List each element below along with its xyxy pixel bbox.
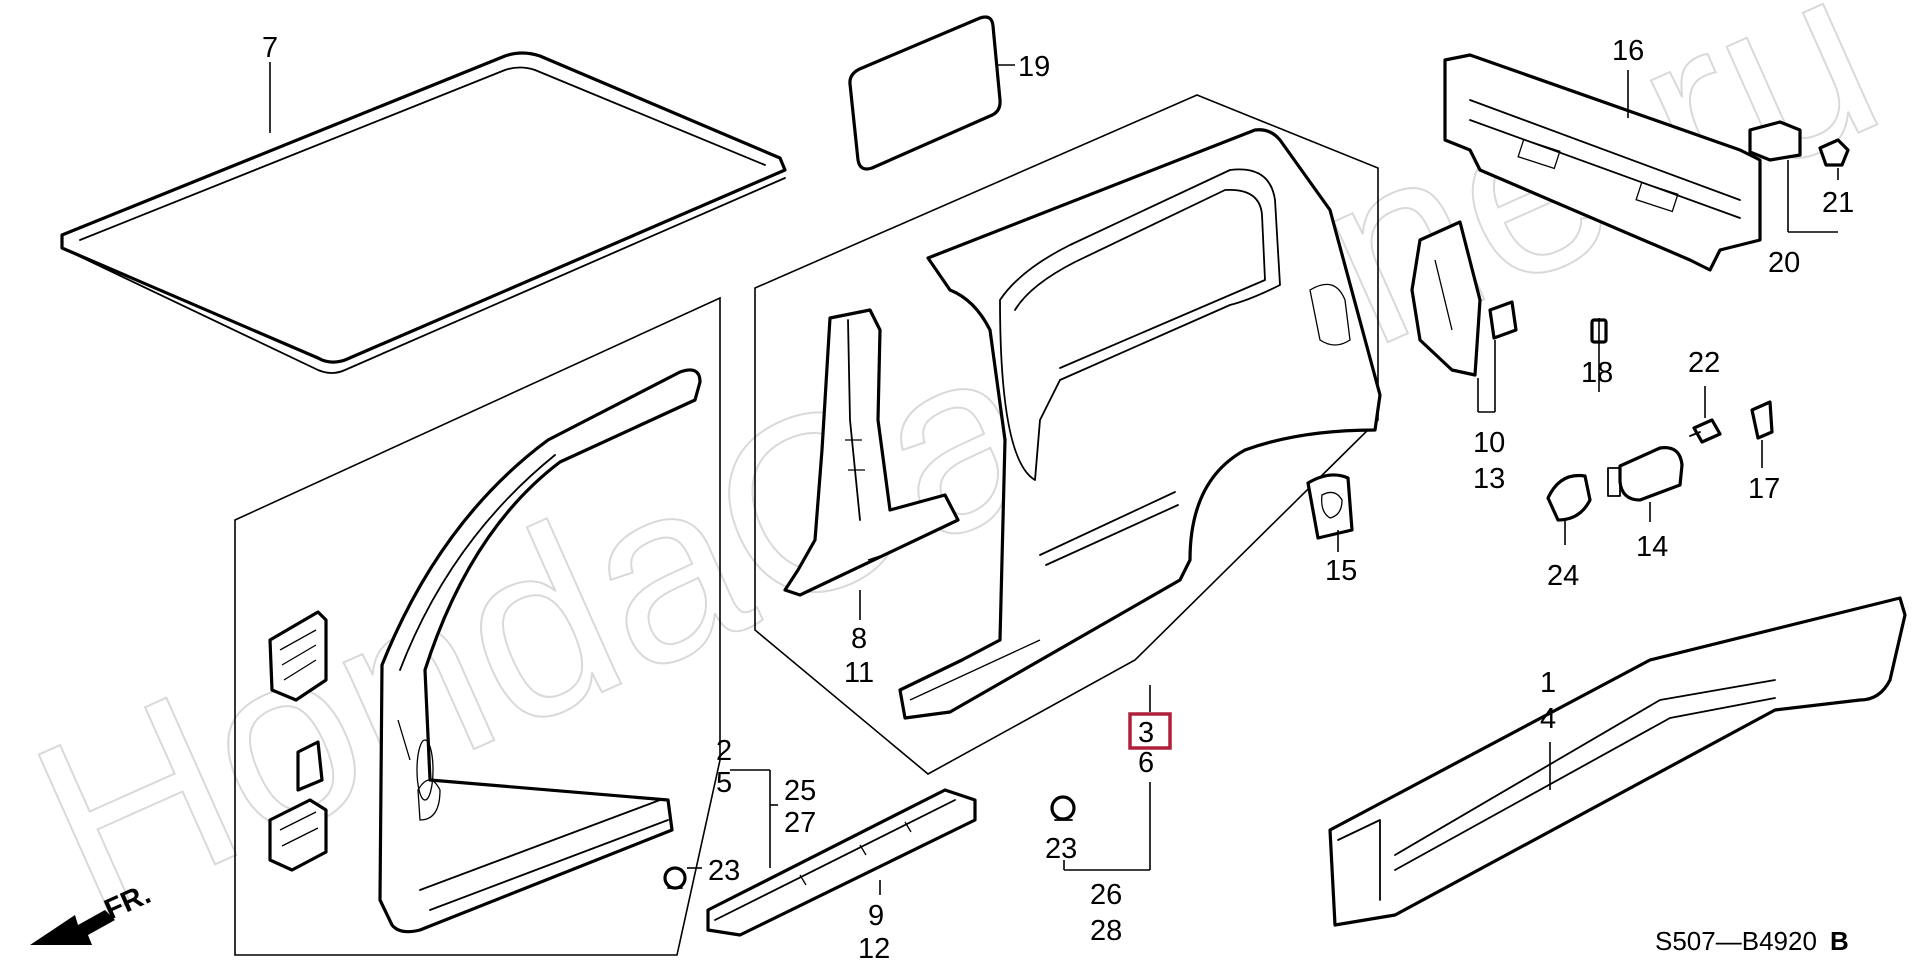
diagram-code: S507—B4920: [1655, 926, 1817, 956]
callout-21[interactable]: 21: [1822, 187, 1854, 219]
group-box-front-pillar: [234, 296, 721, 956]
part-cover-24[interactable]: [1546, 473, 1592, 522]
callout-13[interactable]: 13: [1473, 463, 1505, 495]
part-hinge-bracket-middle[interactable]: [296, 740, 324, 792]
callout-7[interactable]: 7: [262, 32, 278, 64]
diagram-revision: B: [1830, 926, 1849, 956]
part-hinge-bracket-lower[interactable]: [268, 798, 328, 872]
callout-14[interactable]: 14: [1636, 531, 1668, 563]
part-center-pillar[interactable]: [783, 308, 960, 597]
part-rear-side-panel[interactable]: [898, 128, 1382, 720]
callout-9[interactable]: 9: [868, 900, 884, 932]
callout-24[interactable]: 24: [1547, 560, 1579, 592]
part-clip-center[interactable]: [1050, 795, 1076, 821]
part-fuel-filler-housing[interactable]: [1306, 473, 1354, 540]
callout-5[interactable]: 5: [716, 767, 732, 799]
callout-16[interactable]: 16: [1612, 35, 1644, 67]
part-front-pillar-outer[interactable]: [378, 368, 702, 934]
part-roof-panel[interactable]: [60, 51, 787, 374]
callout-12[interactable]: 12: [858, 933, 890, 960]
part-bracket-17[interactable]: [1750, 400, 1774, 440]
part-hinge-bracket-upper[interactable]: [268, 610, 328, 702]
part-fuel-lid-plate[interactable]: [848, 15, 1002, 171]
part-sill-reinforcement[interactable]: [706, 788, 977, 937]
part-rubber-block[interactable]: [1748, 120, 1802, 162]
group-box-side-panel: [754, 94, 1379, 775]
callout-26[interactable]: 26: [1090, 879, 1122, 911]
highlight-part-3[interactable]: [1128, 712, 1172, 750]
callout-8[interactable]: 8: [851, 623, 867, 655]
callout-18[interactable]: 18: [1581, 357, 1613, 389]
part-clip-21[interactable]: [1818, 138, 1850, 167]
callout-6[interactable]: 6: [1138, 747, 1154, 779]
callout-23b[interactable]: 23: [1045, 833, 1077, 865]
callout-15[interactable]: 15: [1325, 555, 1357, 587]
callout-28[interactable]: 28: [1090, 915, 1122, 947]
part-small-bracket-10[interactable]: [1488, 300, 1518, 340]
callout-20[interactable]: 20: [1768, 247, 1800, 279]
callout-25[interactable]: 25: [784, 775, 816, 807]
part-clip-left[interactable]: [663, 866, 687, 890]
callout-3[interactable]: 3: [1138, 717, 1154, 749]
part-fuel-lid-14[interactable]: [1607, 446, 1684, 502]
part-rocker-panel[interactable]: [1328, 596, 1907, 927]
callout-17[interactable]: 17: [1748, 473, 1780, 505]
callout-23a[interactable]: 23: [708, 855, 740, 887]
part-rear-panel[interactable]: [1443, 53, 1762, 272]
callout-4[interactable]: 4: [1540, 703, 1556, 735]
callout-27[interactable]: 27: [784, 807, 816, 839]
part-rear-corner-bracket[interactable]: [1410, 220, 1482, 377]
callout-10[interactable]: 10: [1473, 427, 1505, 459]
callout-2[interactable]: 2: [716, 735, 732, 767]
part-screw-22[interactable]: [1689, 418, 1722, 444]
callout-1[interactable]: 1: [1540, 667, 1556, 699]
callout-11[interactable]: 11: [844, 657, 874, 689]
callout-22[interactable]: 22: [1688, 347, 1720, 379]
callout-19[interactable]: 19: [1018, 51, 1050, 83]
